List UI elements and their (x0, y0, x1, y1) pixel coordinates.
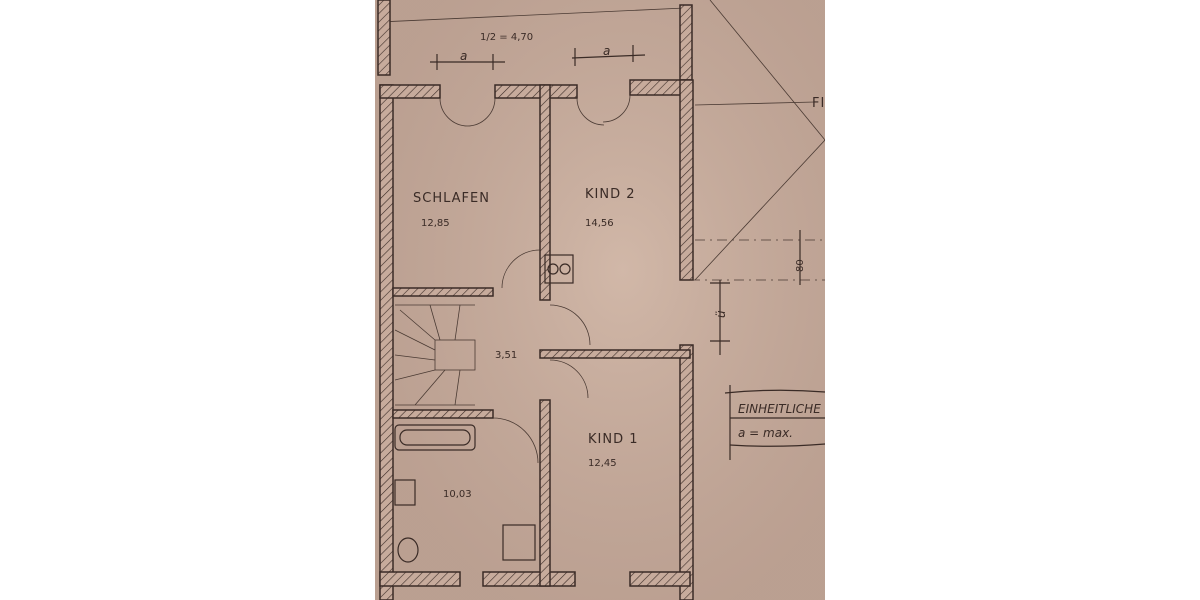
wall-schlafen-kind2 (539, 84, 551, 301)
door-dimension-2: a (571, 44, 646, 66)
bath-fixtures (394, 424, 536, 563)
wall-kind2-kind1 (539, 349, 691, 359)
top-wall-2 (494, 84, 578, 99)
svg-text:12,45: 12,45 (588, 458, 617, 469)
room-kind-1: KIND 1 12,45 (588, 432, 639, 469)
wall-bath-kind1 (539, 399, 551, 587)
right-wall-lower (679, 344, 694, 600)
room-kind-2: KIND 2 14,56 (585, 187, 636, 229)
svg-text:a = max.: a = max. (738, 426, 793, 440)
svg-text:12,85: 12,85 (421, 218, 450, 229)
bottom-wall-2 (482, 571, 576, 587)
svg-text:KIND 1: KIND 1 (588, 432, 639, 447)
svg-text:SCHLAFEN: SCHLAFEN (413, 191, 490, 206)
svg-text:a: a (460, 49, 467, 63)
dimension-u: ü (710, 280, 730, 355)
room-schlafen: SCHLAFEN 12,85 (413, 191, 490, 229)
note-box: EINHEITLICHE a = max. (724, 385, 825, 460)
svg-text:3,51: 3,51 (495, 350, 517, 361)
top-dimension: 1/2 = 4,70 (480, 32, 533, 43)
door-swings (439, 94, 631, 464)
svg-text:ü: ü (714, 310, 728, 318)
left-outer-wall (379, 84, 394, 600)
side-label-cut: FI (812, 96, 825, 111)
svg-text:10,03: 10,03 (443, 489, 472, 500)
right-wall-upper (679, 79, 694, 281)
svg-text:80: 80 (795, 259, 806, 272)
door-dimension-1: a (430, 49, 505, 70)
top-wall-1 (379, 84, 441, 99)
wall-hall-bath (392, 409, 494, 419)
svg-text:a: a (603, 44, 610, 58)
room-bath: 10,03 (443, 489, 472, 500)
room-hall: 3,51 (495, 350, 517, 361)
dimension-80: 80 (795, 230, 806, 285)
bottom-wall-1 (379, 571, 461, 587)
chimney (544, 254, 574, 284)
svg-text:EINHEITLICHE: EINHEITLICHE (738, 402, 821, 416)
wall-schlafen-hall (392, 287, 494, 297)
chimney-wall (377, 0, 391, 76)
roof-line (379, 7, 686, 23)
floor-plan-drawing: 1/2 = 4,70 a a FI (375, 0, 825, 600)
staircase (394, 304, 476, 406)
floor-plan-photo: 1/2 = 4,70 a a FI (375, 0, 825, 600)
right-upper-wall (679, 4, 693, 81)
bottom-wall-3 (629, 571, 691, 587)
svg-text:KIND 2: KIND 2 (585, 187, 636, 202)
svg-text:14,56: 14,56 (585, 218, 614, 229)
